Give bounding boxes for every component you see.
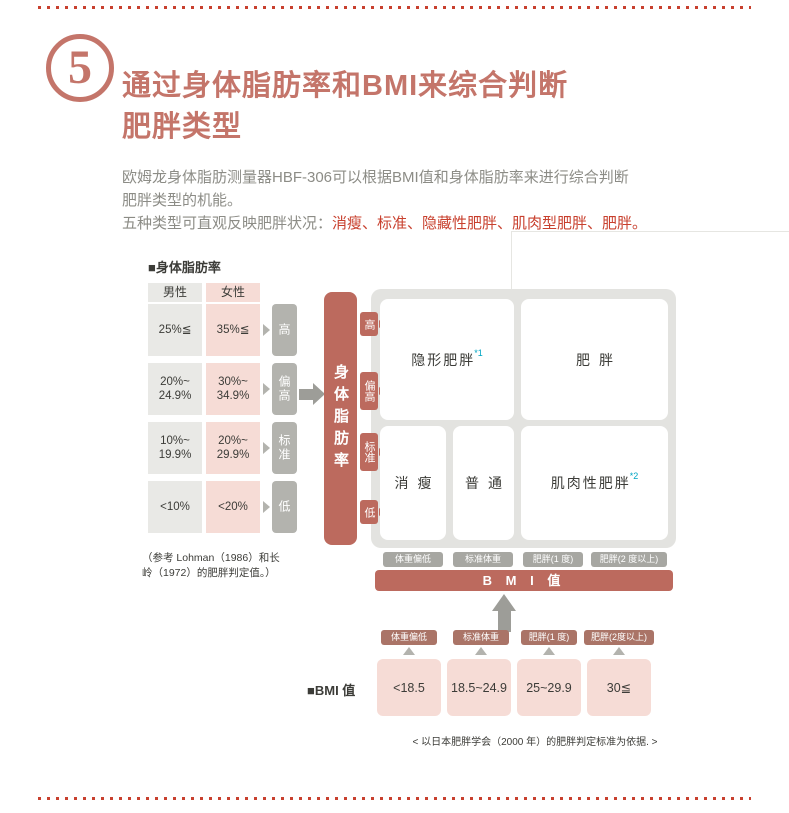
bmi-value-underweight: <18.5: [377, 659, 441, 716]
bottom-dotted-border: [38, 797, 751, 800]
up-triangle-icon: [475, 647, 487, 655]
y-level-tag-standard: 标准: [360, 433, 378, 471]
section-number-badge: 5: [46, 34, 114, 102]
matrix-cell-label: 消瘦: [394, 475, 441, 491]
footnote-marker: *2: [629, 471, 639, 481]
fat-female-value: 35%≦: [206, 304, 260, 356]
x-category-tag-obese-1: 肥胖(1 度): [523, 552, 583, 567]
arrow-right-icon: [263, 442, 270, 454]
matrix-cell-muscular-obesity: 肌肉性肥胖*2: [521, 426, 668, 540]
y-level-tag-high: 高: [360, 312, 378, 336]
matrix-cell-obesity: 肥胖: [521, 299, 668, 420]
arrow-right-icon: [263, 383, 270, 395]
matrix-cell-label: 肥胖: [576, 351, 622, 368]
matrix-cell-label: 隐形肥胖: [411, 351, 476, 368]
top-dotted-border: [38, 6, 751, 9]
fat-male-value: <10%: [148, 481, 202, 533]
fat-level-tag-standard: 标准: [272, 422, 297, 474]
female-column-header: 女性: [206, 283, 260, 302]
matrix-cell-normal: 普通: [453, 426, 514, 540]
bmi-table-label: ■BMI 值: [307, 683, 356, 698]
right-arrow-icon: [299, 389, 313, 400]
bmi-axis-bar: B M I 值: [375, 570, 673, 591]
intro-paragraph: 欧姆龙身体脂肪测量器HBF-306可以根据BMI值和身体脂肪率来进行综合判断 肥…: [122, 166, 647, 235]
matrix-cell-label: 普通: [465, 475, 511, 491]
arrow-right-icon: [263, 501, 270, 513]
bmi-category-tag-obese-2: 肥胖(2度以上): [584, 630, 654, 645]
up-arrow-icon: [492, 594, 516, 611]
fat-female-value: 30%~ 34.9%: [206, 363, 260, 415]
fat-male-value: 20%~ 24.9%: [148, 363, 202, 415]
hairline-horizontal: [511, 231, 789, 232]
fat-female-value: <20%: [206, 481, 260, 533]
footnote-marker: *1: [474, 347, 483, 358]
matrix-cell-label: 肌肉性肥胖: [550, 475, 631, 491]
bmi-value-obese-1: 25~29.9: [517, 659, 581, 716]
y-level-tag-somewhat-high: 偏高: [360, 372, 378, 410]
fat-level-tag-somewhat-high: 偏高: [272, 363, 297, 415]
y-level-tag-low: 低: [360, 500, 378, 524]
x-category-tag-underweight: 体重偏低: [383, 552, 443, 567]
page-title: 通过身体脂肪率和BMI来综合判断 肥胖类型: [122, 70, 569, 143]
up-triangle-icon: [403, 647, 415, 655]
bmi-standard-note: < 以日本肥胖学会（2000 年）的肥胖判定标准为依据. >: [412, 737, 658, 748]
hairline-vertical: [511, 231, 512, 289]
section-number: 5: [68, 41, 92, 94]
bmi-category-tag-obese-1: 肥胖(1 度): [521, 630, 577, 645]
intro-line-3-gray: 五种类型可直观反映肥胖状况：: [122, 215, 333, 232]
bmi-value-obese-2: 30≦: [587, 659, 651, 716]
bmi-category-tag-underweight: 体重偏低: [381, 630, 437, 645]
up-triangle-icon: [613, 647, 625, 655]
up-arrow-icon: [498, 611, 511, 632]
fat-male-value: 25%≦: [148, 304, 202, 356]
fat-female-value: 20%~ 29.9%: [206, 422, 260, 474]
matrix-cell-thin: 消瘦: [380, 426, 446, 540]
up-triangle-icon: [543, 647, 555, 655]
right-arrow-icon: [313, 383, 325, 405]
x-category-tag-standard: 标准体重: [453, 552, 513, 567]
fat-level-tag-high: 高: [272, 304, 297, 356]
body-fat-table-title: ■身体脂肪率: [148, 260, 221, 275]
fat-level-tag-low: 低: [272, 481, 297, 533]
intro-line-2: 肥胖类型的机能。: [122, 192, 243, 209]
intro-line-1: 欧姆龙身体脂肪测量器HBF-306可以根据BMI值和身体脂肪率来进行综合判断: [122, 169, 629, 186]
bmi-value-standard: 18.5~24.9: [447, 659, 511, 716]
bmi-category-tag-standard: 标准体重: [453, 630, 509, 645]
x-category-tag-obese-2: 肥胖(2 度以上): [591, 552, 667, 567]
matrix-cell-hidden-obesity: 隐形肥胖*1: [380, 299, 514, 420]
intro-line-3: 五种类型可直观反映肥胖状况：消瘦、标准、隐藏性肥胖、肌肉型肥胖、肥胖。: [122, 212, 647, 235]
male-column-header: 男性: [148, 283, 202, 302]
body-fat-reference-note: （参考 Lohman（1986）和长 岭（1972）的肥胖判定值。）: [142, 552, 280, 579]
arrow-right-icon: [263, 324, 270, 336]
y-axis-bar: 身体脂肪率: [324, 292, 357, 545]
intro-line-3-types: 消瘦、标准、隐藏性肥胖、肌肉型肥胖、肥胖。: [332, 215, 648, 232]
fat-male-value: 10%~ 19.9%: [148, 422, 202, 474]
